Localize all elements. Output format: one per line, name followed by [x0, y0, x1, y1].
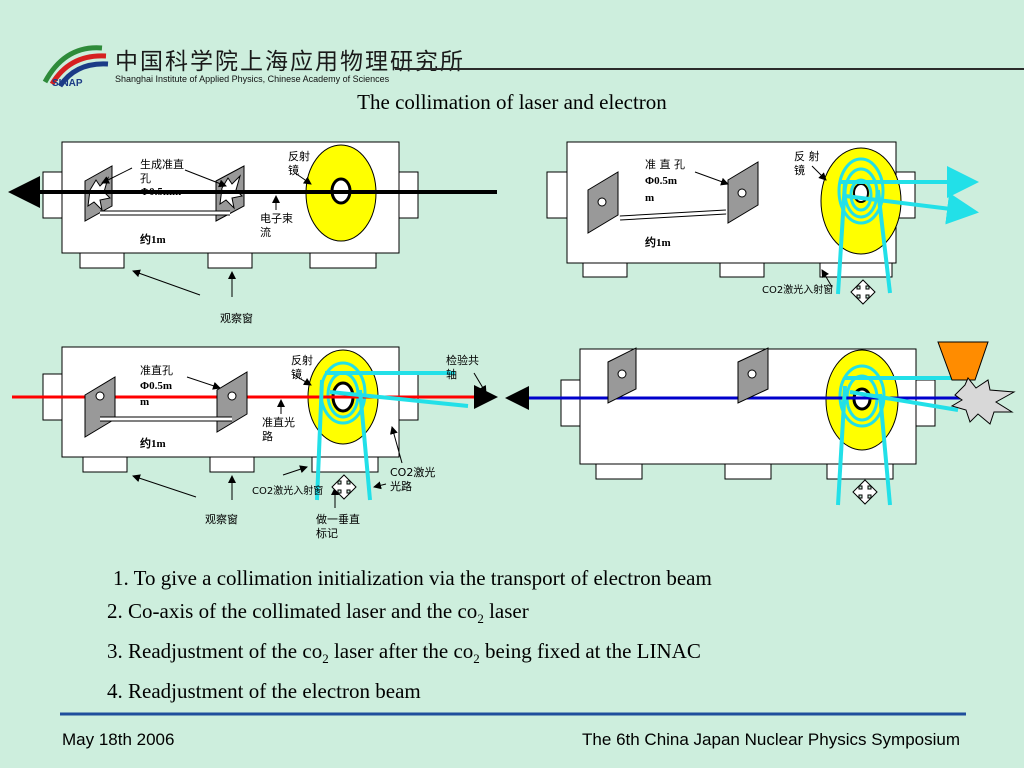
- p3-check-label-line2: 轴: [446, 368, 457, 381]
- slide-title: The collimation of laser and electron: [357, 90, 667, 114]
- p3-mirror-label-line2: 镜: [291, 368, 302, 381]
- p3-path-label-line2: 路: [262, 430, 273, 443]
- header-rule: [395, 68, 1024, 70]
- p1-mirror-label-line1: 反射: [288, 150, 310, 163]
- p3-check-label-line1: 检验共: [446, 354, 479, 367]
- p1-aperture-label-line3: Φ0.5mm: [140, 186, 182, 198]
- procedure-steps: 1. To give a collimation initialization …: [107, 562, 712, 708]
- p2-aperture-label-line3: m: [645, 192, 655, 204]
- p3-window-label: 观察窗: [205, 513, 238, 526]
- p1-distance-label: 约1m: [140, 234, 166, 246]
- p1-beam-label-line1: 电子束: [260, 212, 293, 225]
- p1-mirror-label-line2: 镜: [288, 164, 299, 177]
- p2-mirror-label-line1: 反 射: [794, 150, 820, 163]
- p1-aperture-label-line2: 孔: [140, 172, 151, 185]
- p1-beam-label-line2: 流: [260, 226, 271, 239]
- p3-co2-path-label-line1: CO2激光: [390, 466, 436, 479]
- move-cross-icon-4: [852, 479, 878, 505]
- logo-english-name: Shanghai Institute of Applied Physics, C…: [115, 74, 390, 84]
- logo-chinese-name: 中国科学院上海应用物理研究所: [115, 49, 465, 75]
- footer-rule: [60, 712, 966, 716]
- p2-mirror-label-line2: 镜: [794, 164, 805, 177]
- p3-aperture-label-line3: m: [140, 396, 150, 408]
- p1-aperture-label-line1: 生成准直: [140, 158, 184, 171]
- p3-co2-window-label: CO2激光入射窗: [252, 486, 324, 497]
- impact-burst-icon: [950, 377, 1016, 425]
- p3-mirror-label-line1: 反射: [291, 354, 313, 367]
- p2-aperture-label-line1: 准 直 孔: [645, 158, 685, 171]
- p3-mark-label-line2: 标记: [316, 527, 338, 540]
- target-icon: [937, 341, 989, 381]
- step-3: 3. Readjustment of the co2 laser after t…: [107, 639, 701, 667]
- move-cross-icon-3: [331, 474, 357, 500]
- move-cross-icon-2: [850, 279, 876, 305]
- p3-mark-label-line1: 做一垂直: [316, 513, 360, 526]
- footer-date: May 18th 2006: [62, 730, 175, 749]
- p3-path-label-line1: 准直光: [262, 416, 295, 429]
- panel-3-coaxis-check: [12, 346, 498, 508]
- p2-co2-window-label: CO2激光入射窗: [762, 285, 834, 296]
- p1-window-label: 观察窗: [220, 312, 253, 325]
- p2-distance-label: 约1m: [645, 237, 671, 249]
- panel-1-electron-transport: [8, 141, 497, 297]
- step-4: 4. Readjustment of the electron beam: [107, 679, 421, 704]
- p3-distance-label: 约1m: [140, 438, 166, 450]
- panel-2-laser-alignment: [546, 141, 979, 305]
- collimation-diagram: [8, 141, 1016, 508]
- p3-aperture-label-line2: Φ0.5m: [140, 380, 173, 392]
- p2-aperture-label-line2: Φ0.5m: [645, 175, 678, 187]
- logo-abbreviation: SINAP: [52, 78, 83, 89]
- step-1: 1. To give a collimation initialization …: [113, 566, 712, 590]
- step-2: 2. Co-axis of the collimated laser and t…: [107, 599, 529, 627]
- panel-4-electron-readjust: [505, 341, 1016, 506]
- p3-co2-path-label-line2: 光路: [390, 480, 412, 493]
- sinap-logo-icon: [42, 45, 109, 88]
- p3-aperture-label-line1: 准直孔: [140, 364, 173, 377]
- footer-conference: The 6th China Japan Nuclear Physics Symp…: [582, 730, 960, 749]
